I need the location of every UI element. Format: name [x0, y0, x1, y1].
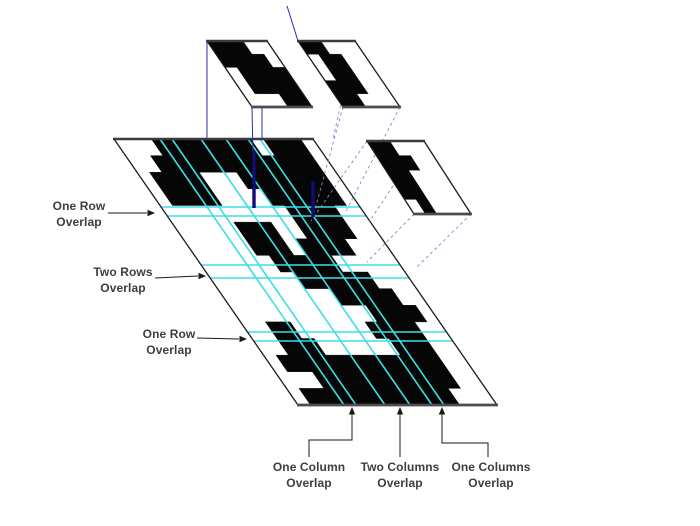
- label-line: Overlap: [56, 215, 102, 229]
- connector-line-dashed: [416, 213, 472, 268]
- column-overlap-line: [247, 138, 433, 406]
- arrowhead-icon: [239, 335, 247, 343]
- label-line: Two Rows: [93, 265, 153, 279]
- arrowhead-icon: [147, 209, 155, 217]
- input-grid-frame: [113, 137, 498, 407]
- bitmap-cell: [402, 305, 428, 323]
- frame-left-edge: [297, 40, 344, 108]
- label-line: Two Columns: [360, 460, 440, 474]
- bitmap-cell: [398, 155, 421, 171]
- frame-right-edge: [266, 40, 313, 108]
- label-line: Overlap: [377, 476, 423, 490]
- label-leader-line: [308, 412, 353, 457]
- label-leader-line: [441, 412, 489, 457]
- frame-right-edge: [354, 40, 401, 108]
- label-two-columns-overlap: Two Columns Overlap: [361, 459, 440, 491]
- frame-left-edge: [206, 40, 253, 108]
- patch-right: [366, 139, 472, 216]
- connector-line-dashed: [313, 106, 344, 214]
- column-overlap-line: [171, 138, 357, 406]
- frame-left-edge: [366, 140, 415, 215]
- column-overlap-line: [200, 138, 386, 406]
- label-arrows: [108, 209, 489, 457]
- label-leader-line: [154, 275, 199, 279]
- label-line: Overlap: [146, 343, 192, 357]
- label-one-row-overlap-2: One Row Overlap: [143, 326, 196, 358]
- column-overlap-line: [225, 138, 411, 406]
- connector-line-dashed: [366, 213, 415, 263]
- column-overlap-line: [159, 138, 345, 406]
- label-line: One Row: [52, 199, 106, 213]
- connector-line-dashed: [310, 140, 368, 222]
- arrowhead-icon: [438, 407, 446, 415]
- label-line: Overlap: [468, 476, 514, 490]
- bitmap-cell: [436, 371, 462, 389]
- arrowhead-icon: [396, 407, 404, 415]
- frame-left-edge: [113, 138, 299, 406]
- bitmap-cell: [331, 238, 357, 256]
- label-line: Overlap: [100, 281, 146, 295]
- column-overlap-line: [259, 138, 445, 406]
- bitmap-cell: [322, 188, 347, 206]
- label-two-rows-overlap: Two Rows Overlap: [93, 264, 152, 296]
- label-line: One Column: [272, 460, 346, 474]
- bitmap-cell: [332, 221, 358, 239]
- arrowhead-icon: [348, 407, 356, 415]
- arrowhead-icon: [198, 272, 206, 280]
- label-leader-line: [196, 337, 240, 340]
- frame-right-edge: [312, 138, 498, 406]
- bitmap-cell: [347, 80, 369, 95]
- label-one-row-overlap-1: One Row Overlap: [53, 198, 106, 230]
- connector-line-solid: [286, 5, 299, 42]
- label-one-column-overlap: One Column Overlap: [273, 459, 345, 491]
- frame-right-edge: [423, 140, 472, 215]
- label-line: One Row: [142, 327, 196, 341]
- label-one-columns-overlap: One Columns Overlap: [451, 459, 530, 491]
- connector-line-dashed: [344, 106, 401, 214]
- patch-top-left: [206, 39, 313, 109]
- patch-top-middle: [297, 39, 401, 109]
- overlap-lines: [159, 138, 453, 406]
- label-line: One Columns: [451, 460, 531, 474]
- label-line: Overlap: [286, 476, 332, 490]
